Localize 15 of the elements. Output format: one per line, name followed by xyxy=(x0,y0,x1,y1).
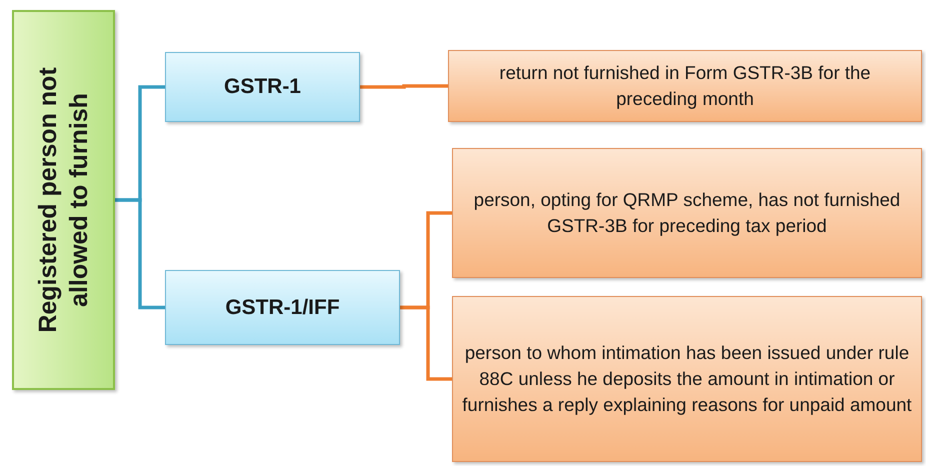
connector-line xyxy=(115,198,165,310)
condition-text: person to whom intimation has been issued under rule 88C unless he deposits the amount in intimation or furnishes a reply explaining reasons for unpaid amount xyxy=(461,341,913,417)
title-box xyxy=(12,10,115,390)
title-text: Registered person not allowed to furnish xyxy=(32,66,94,335)
connector-line xyxy=(400,306,452,381)
return-name: GSTR-1/IFF xyxy=(225,296,340,320)
condition-box xyxy=(448,50,922,122)
condition-box xyxy=(452,296,922,462)
return-box xyxy=(165,270,400,345)
condition-text: return not furnished in Form GSTR-3B for the preceding month xyxy=(498,61,872,111)
condition-box xyxy=(452,148,922,278)
return-box xyxy=(165,52,360,122)
condition-text: person, opting for QRMP scheme, has not furnished GSTR-3B for preceding tax period xyxy=(472,188,902,238)
connector-line xyxy=(360,84,448,89)
return-name: GSTR-1 xyxy=(224,75,301,99)
